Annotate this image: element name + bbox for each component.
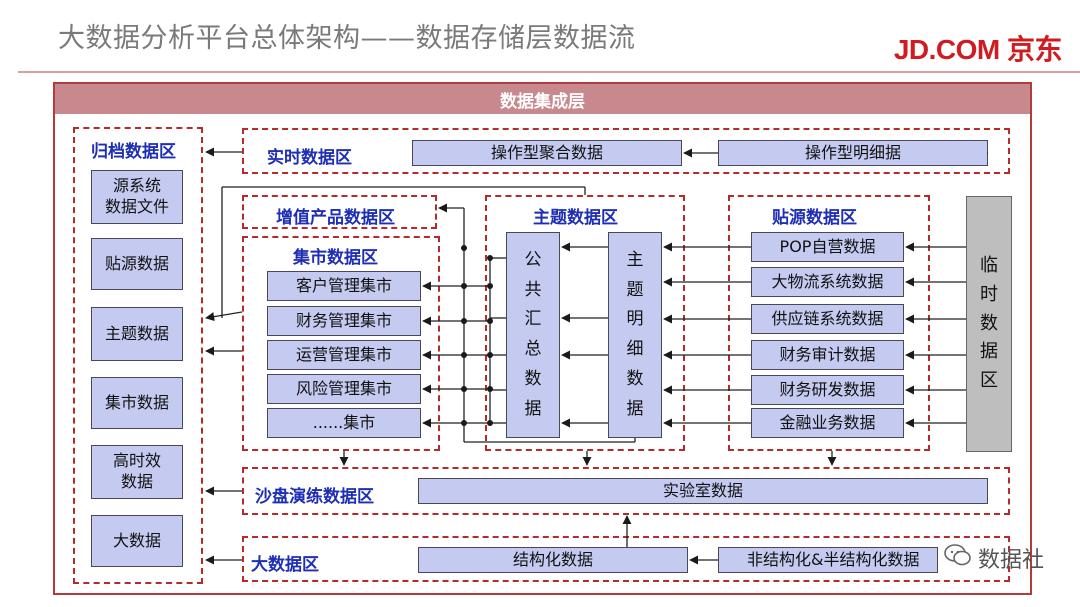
value-added-zone-label: 增值产品数据区 bbox=[276, 208, 395, 228]
public-summary-data: 公 共 汇 总 数 据 bbox=[506, 232, 560, 438]
archive-item: 贴源数据 bbox=[91, 238, 183, 290]
mart-item: 客户管理集市 bbox=[267, 271, 421, 301]
page-title: 大数据分析平台总体架构——数据存储层数据流 bbox=[58, 23, 636, 54]
mart-item: ......集市 bbox=[267, 408, 421, 438]
archive-item: 高时效 数据 bbox=[91, 445, 183, 499]
lab-data-box: 实验室数据 bbox=[418, 478, 988, 504]
operational-detail-box: 操作型明细据 bbox=[718, 140, 988, 166]
source-item: 财务研发数据 bbox=[751, 375, 904, 405]
unstructured-data-box: 非结构化&半结构化数据 bbox=[718, 547, 938, 573]
watermark-text: 数据社 bbox=[977, 548, 1044, 573]
temp-data-zone: 临 时 数 据 区 bbox=[966, 196, 1012, 452]
watermark: 数据社 bbox=[944, 542, 1044, 574]
subject-zone-label: 主题数据区 bbox=[533, 208, 618, 228]
archive-item: 主题数据 bbox=[91, 307, 183, 361]
layer-title: 数据集成层 bbox=[55, 84, 1030, 114]
archive-zone-label: 归档数据区 bbox=[91, 142, 176, 162]
operational-aggregate-box: 操作型聚合数据 bbox=[412, 140, 682, 166]
value-added-zone bbox=[242, 195, 437, 229]
subject-detail-data: 主 题 明 细 数 据 bbox=[608, 232, 662, 438]
mart-item: 风险管理集市 bbox=[267, 374, 421, 404]
source-item: 金融业务数据 bbox=[751, 408, 904, 438]
archive-item: 集市数据 bbox=[91, 377, 183, 429]
source-item: POP自营数据 bbox=[751, 232, 904, 262]
title-divider bbox=[18, 71, 1080, 73]
archive-item: 源系统 数据文件 bbox=[91, 170, 183, 224]
source-item: 大物流系统数据 bbox=[751, 267, 904, 297]
mart-zone-label: 集市数据区 bbox=[293, 248, 378, 268]
source-item: 供应链系统数据 bbox=[751, 304, 904, 334]
mart-item: 运营管理集市 bbox=[267, 340, 421, 370]
realtime-zone-label: 实时数据区 bbox=[267, 148, 352, 168]
structured-data-box: 结构化数据 bbox=[418, 547, 688, 573]
mart-item: 财务管理集市 bbox=[267, 306, 421, 336]
archive-item: 大数据 bbox=[91, 515, 183, 567]
source-item: 财务审计数据 bbox=[751, 340, 904, 370]
source-zone-label: 贴源数据区 bbox=[772, 208, 857, 228]
sandbox-zone-label: 沙盘演练数据区 bbox=[255, 487, 374, 507]
wechat-icon bbox=[944, 544, 972, 572]
jd-logo: JD.COM 京东 bbox=[893, 34, 1063, 65]
bigdata-zone-label: 大数据区 bbox=[251, 555, 319, 575]
